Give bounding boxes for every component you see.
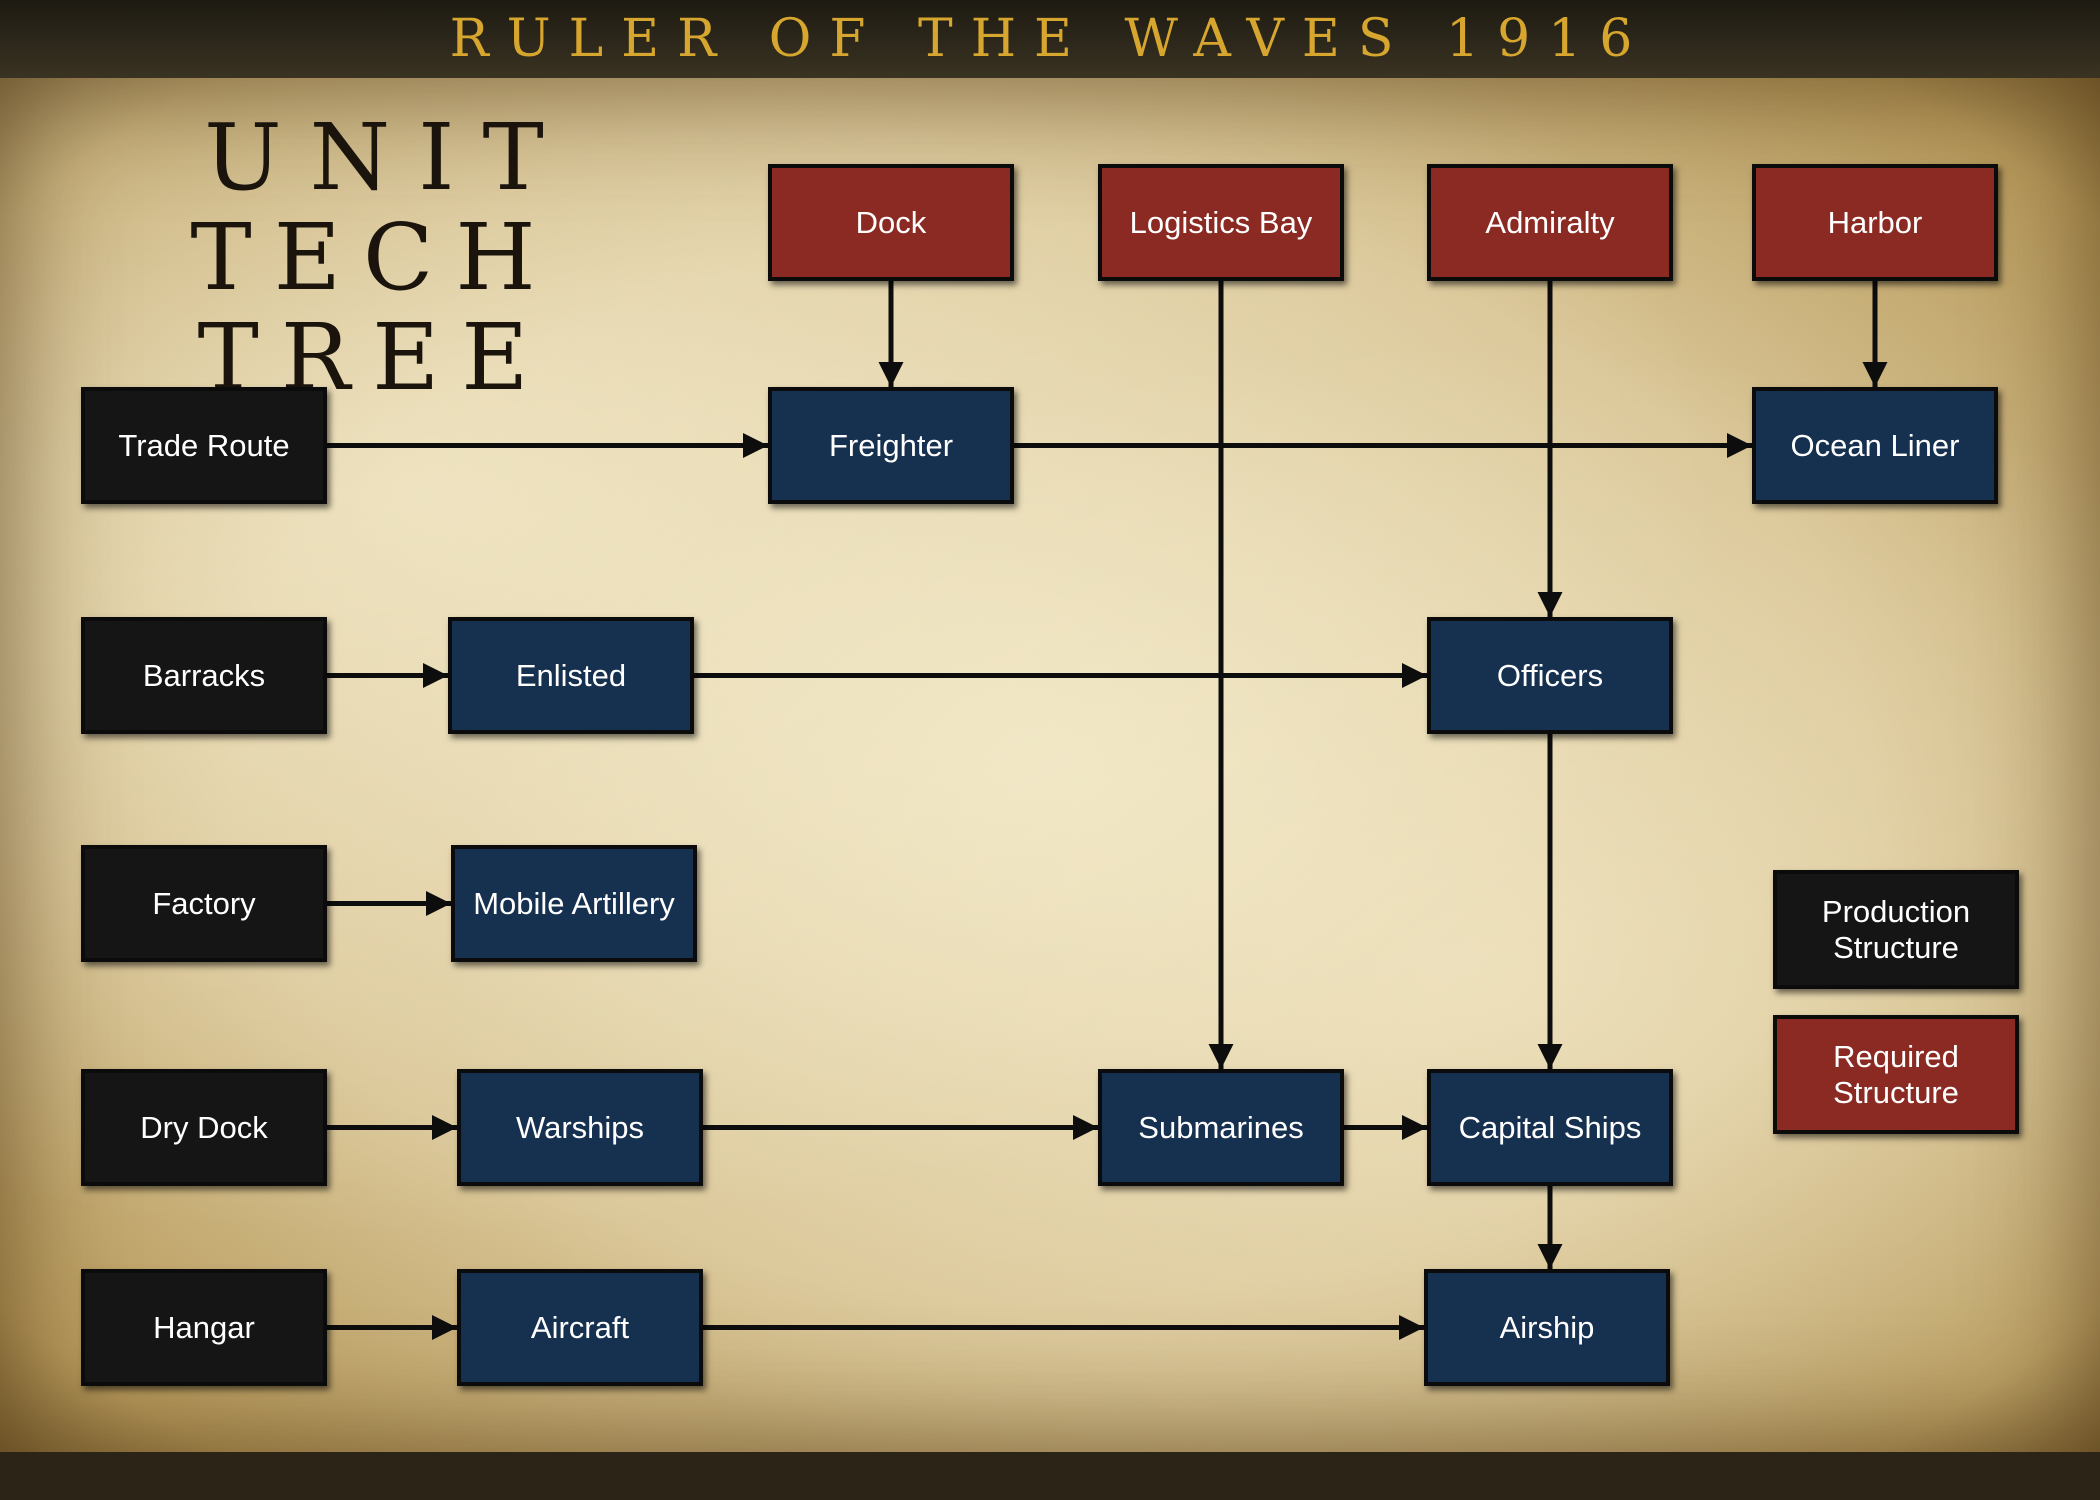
legend-required-line-1: Required <box>1833 1038 1959 1074</box>
node-officers[interactable]: Officers <box>1427 617 1673 734</box>
node-label: Barracks <box>142 657 266 693</box>
tech-tree-heading: UNIT TECH TREE <box>24 108 724 408</box>
node-label: Admiralty <box>1485 204 1615 240</box>
node-freighter[interactable]: Freighter <box>768 387 1014 504</box>
node-aircraft[interactable]: Aircraft <box>457 1269 703 1386</box>
node-dry-dock[interactable]: Dry Dock <box>81 1069 327 1186</box>
node-capital-ships[interactable]: Capital Ships <box>1427 1069 1673 1186</box>
legend-required-structure: Required Structure <box>1773 1015 2019 1134</box>
legend-production-structure: Production Structure <box>1773 870 2019 989</box>
node-airship[interactable]: Airship <box>1424 1269 1670 1386</box>
node-label: Submarines <box>1138 1109 1304 1145</box>
legend-required-line-2: Structure <box>1833 1074 1959 1110</box>
legend-production-line-1: Production <box>1821 893 1971 929</box>
parchment-background <box>0 78 2100 1452</box>
node-trade-route[interactable]: Trade Route <box>81 387 327 504</box>
node-enlisted[interactable]: Enlisted <box>448 617 694 734</box>
node-factory[interactable]: Factory <box>81 845 327 962</box>
node-mobile-artillery[interactable]: Mobile Artillery <box>451 845 697 962</box>
node-warships[interactable]: Warships <box>457 1069 703 1186</box>
node-label: Hangar <box>153 1309 255 1345</box>
node-label: Officers <box>1496 657 1604 693</box>
heading-line-unit: UNIT <box>204 104 572 211</box>
node-label: Freighter <box>828 427 954 463</box>
node-barracks[interactable]: Barracks <box>81 617 327 734</box>
node-dock[interactable]: Dock <box>768 164 1014 281</box>
node-label: Dock <box>855 204 927 240</box>
heading-line-tech-tree: TECH TREE <box>190 204 558 411</box>
node-label: Airship <box>1499 1309 1595 1345</box>
node-ocean-liner[interactable]: Ocean Liner <box>1752 387 1998 504</box>
node-harbor[interactable]: Harbor <box>1752 164 1998 281</box>
node-label: Dry Dock <box>140 1109 268 1145</box>
node-label: Factory <box>152 885 256 921</box>
game-title: RULER OF THE WAVES 1916 <box>449 9 1651 69</box>
node-label: Ocean Liner <box>1790 427 1960 463</box>
node-admiralty[interactable]: Admiralty <box>1427 164 1673 281</box>
legend-production-line-2: Structure <box>1833 929 1959 965</box>
node-submarines[interactable]: Submarines <box>1098 1069 1344 1186</box>
node-label: Trade Route <box>118 427 290 463</box>
title-bar: RULER OF THE WAVES 1916 <box>0 0 2100 78</box>
node-logistics-bay[interactable]: Logistics Bay <box>1098 164 1344 281</box>
node-label: Aircraft <box>530 1309 630 1345</box>
node-label: Capital Ships <box>1458 1109 1642 1145</box>
node-hangar[interactable]: Hangar <box>81 1269 327 1386</box>
node-label: Enlisted <box>515 657 627 693</box>
node-label: Mobile Artillery <box>473 885 675 921</box>
node-label: Warships <box>515 1109 645 1145</box>
node-label: Harbor <box>1827 204 1923 240</box>
node-label: Logistics Bay <box>1129 204 1313 240</box>
